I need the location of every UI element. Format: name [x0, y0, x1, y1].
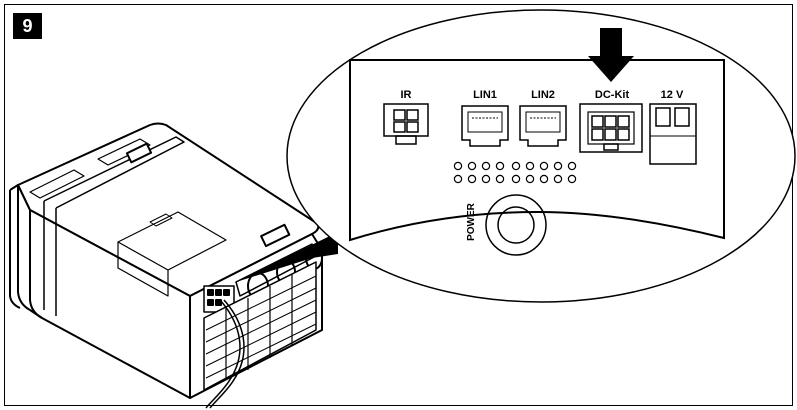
- lin1-port: LIN1: [461, 89, 509, 147]
- power-cable: [205, 299, 241, 409]
- lin1-socket-inner: [467, 111, 503, 133]
- dc-kit-pin: [617, 128, 630, 141]
- grille-slats-horizontal: [205, 275, 317, 379]
- ir-pin: [393, 121, 406, 133]
- dc-kit-port: DC-Kit: [579, 89, 643, 153]
- power-button: [497, 206, 535, 244]
- power-label: POWER: [466, 202, 477, 241]
- top-panel-2: [97, 138, 151, 166]
- magnifier-ellipse: [286, 9, 796, 303]
- power-cable-outline: [209, 299, 245, 409]
- lin2-port-label: LIN2: [531, 89, 555, 101]
- ir-pin: [406, 109, 419, 121]
- 12v-terminal: [655, 107, 671, 127]
- 12v-socket: [649, 103, 697, 165]
- connector-pin: [207, 299, 214, 306]
- connector-panel: [349, 59, 725, 242]
- handle-front: [260, 223, 291, 248]
- step-number-badge: 9: [13, 13, 42, 39]
- lin2-port: LIN2: [519, 89, 567, 147]
- 12v-terminal: [674, 107, 690, 127]
- 12v-port: 12 V: [649, 89, 697, 165]
- dc-kit-port-label: DC-Kit: [595, 89, 630, 101]
- down-arrow-icon: [588, 28, 634, 82]
- ir-socket-tab: [395, 135, 417, 145]
- connector-pin: [215, 299, 222, 306]
- dc-kit-pin: [604, 128, 617, 141]
- dc-kit-pin: [591, 115, 604, 128]
- lin1-socket: [461, 105, 509, 147]
- top-panel-3: [117, 211, 227, 271]
- dc-kit-latch: [603, 143, 619, 151]
- connector-pin: [207, 289, 214, 296]
- connector-pin: [223, 289, 230, 296]
- ir-port: IR: [383, 89, 429, 145]
- figure-frame: [4, 4, 793, 406]
- 12v-port-label: 12 V: [661, 89, 684, 101]
- top-panel-3-side: [117, 242, 169, 297]
- step-number: 9: [22, 15, 33, 36]
- handle-back: [125, 142, 153, 164]
- ir-port-label: IR: [401, 89, 412, 101]
- ir-pin: [406, 121, 419, 133]
- top-panel-1: [29, 169, 85, 199]
- ir-pin: [393, 109, 406, 121]
- callout-wedge: [236, 232, 338, 282]
- front-grille: [203, 261, 317, 391]
- dc-kit-socket: [579, 103, 643, 153]
- connector-pin: [215, 289, 222, 296]
- lin2-socket: [519, 105, 567, 147]
- led-indicators: [453, 161, 577, 184]
- unit-back-edge: [9, 190, 21, 309]
- top-detail: [149, 213, 173, 227]
- power-button-ring: [485, 194, 547, 256]
- dc-kit-pin: [604, 115, 617, 128]
- appliance-unit: [9, 122, 323, 409]
- grille-slats-vertical: [225, 274, 293, 380]
- lin2-socket-inner: [525, 111, 561, 133]
- dc-kit-pin: [617, 115, 630, 128]
- unit-left-face: [17, 184, 191, 399]
- dc-kit-pin: [591, 128, 604, 141]
- unit-band-top: [43, 136, 185, 209]
- lin1-port-label: LIN1: [473, 89, 497, 101]
- unit-left-edge: [9, 184, 43, 319]
